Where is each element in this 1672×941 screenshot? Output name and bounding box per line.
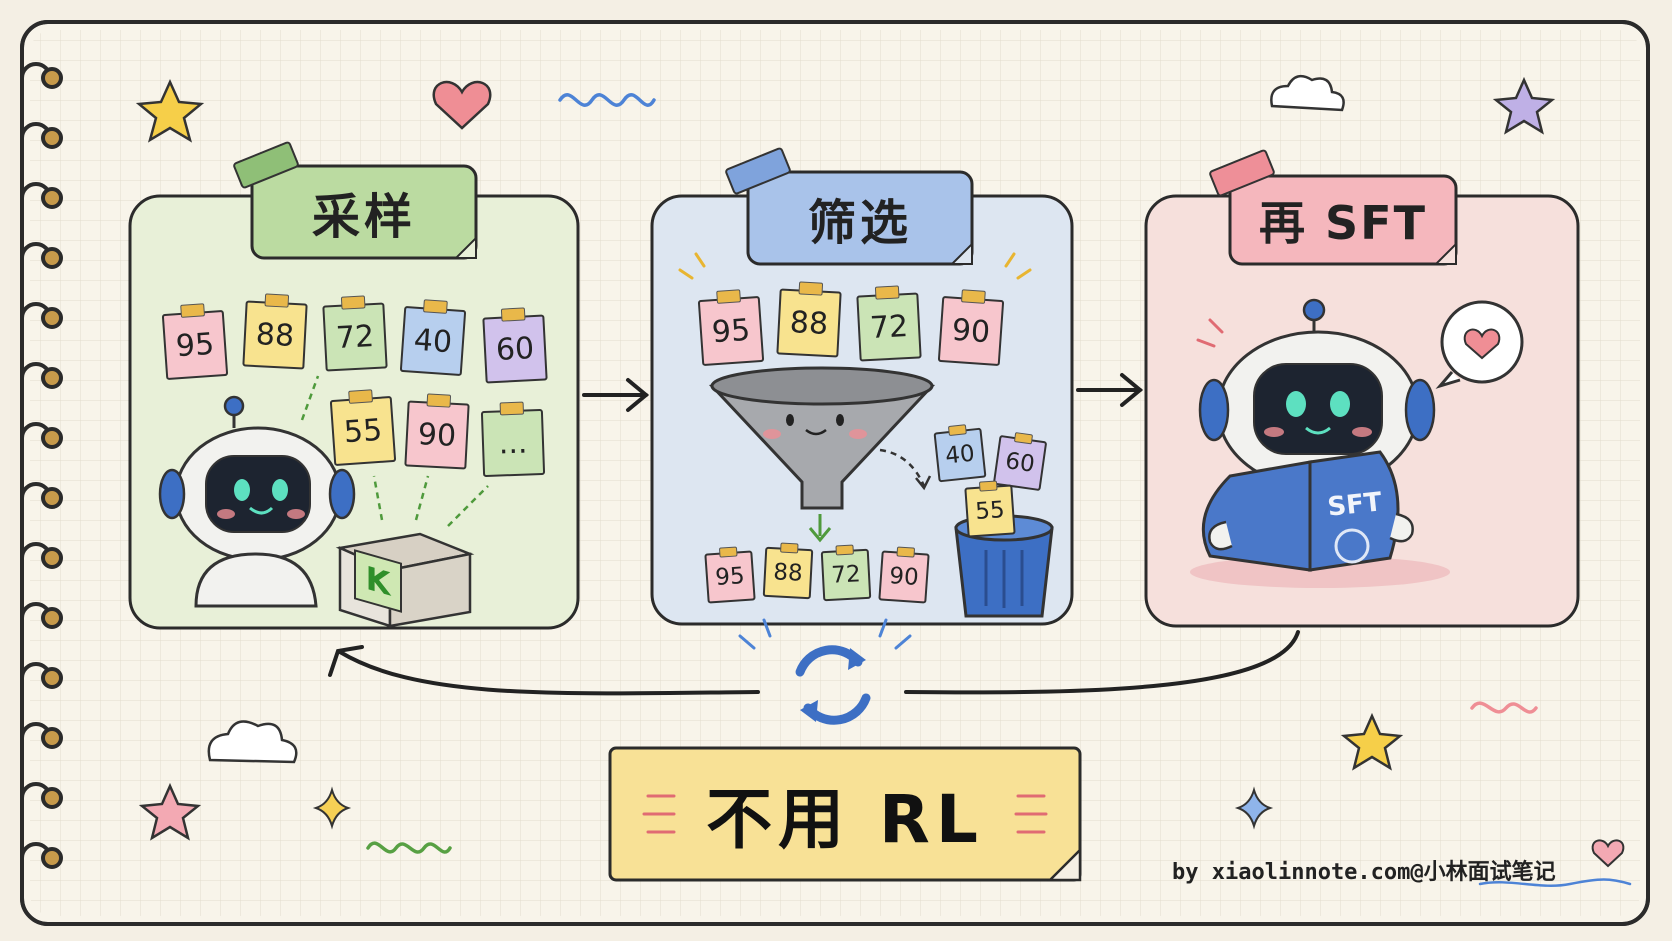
tab-sample <box>233 141 478 260</box>
star-icon <box>135 78 205 143</box>
score-value: 60 <box>495 330 535 368</box>
score-value: 40 <box>944 440 976 470</box>
score-value: 60 <box>1003 448 1037 478</box>
kept-score-note: 88 <box>762 542 814 600</box>
bottom-sticky <box>608 746 1082 882</box>
star-icon <box>138 782 202 841</box>
kept-score-note: 95 <box>704 546 756 604</box>
score-note: 90 <box>404 393 470 470</box>
tab-filter <box>725 147 974 266</box>
squiggle-icon <box>366 841 452 854</box>
score-value: 88 <box>772 559 804 587</box>
cloud-icon <box>207 720 298 764</box>
score-value: 88 <box>789 304 829 342</box>
score-note: ... <box>480 401 546 478</box>
score-value: 55 <box>342 412 384 450</box>
loop-arrow-back <box>328 630 1300 696</box>
funnel-icon <box>708 366 936 543</box>
arrow-filter-to-sft <box>1076 373 1144 407</box>
sparkle-icon <box>312 786 352 830</box>
no-rl-label: 不用 RL <box>706 781 984 858</box>
credit-underline <box>1478 878 1632 887</box>
star-icon <box>1340 712 1404 771</box>
star-icon <box>1492 76 1556 135</box>
squiggle-icon <box>558 93 656 107</box>
score-value: 72 <box>830 561 862 589</box>
heart-icon <box>432 80 492 130</box>
discarded-score-note: 55 <box>964 480 1016 538</box>
spiral-binding <box>20 62 63 869</box>
score-value: 90 <box>417 416 457 454</box>
kept-score-note: 72 <box>820 544 872 602</box>
arrow-sample-to-filter <box>582 378 650 412</box>
robot-sampler <box>158 395 356 608</box>
speech-bubble-heart <box>1435 300 1524 389</box>
score-value: 95 <box>714 563 746 591</box>
score-value: 88 <box>255 316 295 354</box>
score-note: 60 <box>482 307 548 384</box>
credit-text: by xiaolinnote.com@小林面试笔记 <box>1172 860 1556 885</box>
score-note: 88 <box>776 281 842 358</box>
panel-title-sample: 采样 <box>311 189 416 245</box>
discarded-score-note: 60 <box>992 432 1048 492</box>
score-note: 95 <box>161 303 229 381</box>
sample-arrows <box>300 375 489 527</box>
kept-score-note: 90 <box>878 546 930 604</box>
score-note: 90 <box>937 289 1005 367</box>
score-value: 95 <box>174 326 216 364</box>
score-note: 40 <box>399 299 467 377</box>
score-note: 88 <box>242 293 308 370</box>
score-note: 55 <box>329 389 397 467</box>
squiggle-icon <box>1470 701 1538 714</box>
score-value: 90 <box>950 312 992 350</box>
refresh-icon <box>738 618 912 725</box>
heart-icon <box>1591 839 1625 868</box>
score-value: 95 <box>710 312 752 350</box>
panel-title-sft: 再 SFT <box>1259 196 1427 250</box>
attention-marks <box>1196 318 1224 348</box>
panel-title-filter: 筛选 <box>807 195 912 251</box>
score-value: 72 <box>869 308 909 346</box>
sparkle-icon <box>1234 786 1274 830</box>
score-value: ... <box>498 425 528 461</box>
score-value: 90 <box>888 563 920 591</box>
discarded-score-note: 40 <box>933 424 987 483</box>
score-note: 95 <box>697 289 765 367</box>
score-value: 72 <box>335 318 375 356</box>
score-value: 55 <box>974 497 1006 525</box>
book-label: SFT <box>1326 487 1384 523</box>
score-note: 72 <box>856 285 922 362</box>
score-value: 40 <box>412 322 454 360</box>
score-note: 72 <box>322 295 388 372</box>
attention-marks <box>678 252 1032 280</box>
robot-learner <box>1190 298 1450 588</box>
cloud-icon <box>1270 74 1345 112</box>
tab-sft <box>1209 149 1458 266</box>
